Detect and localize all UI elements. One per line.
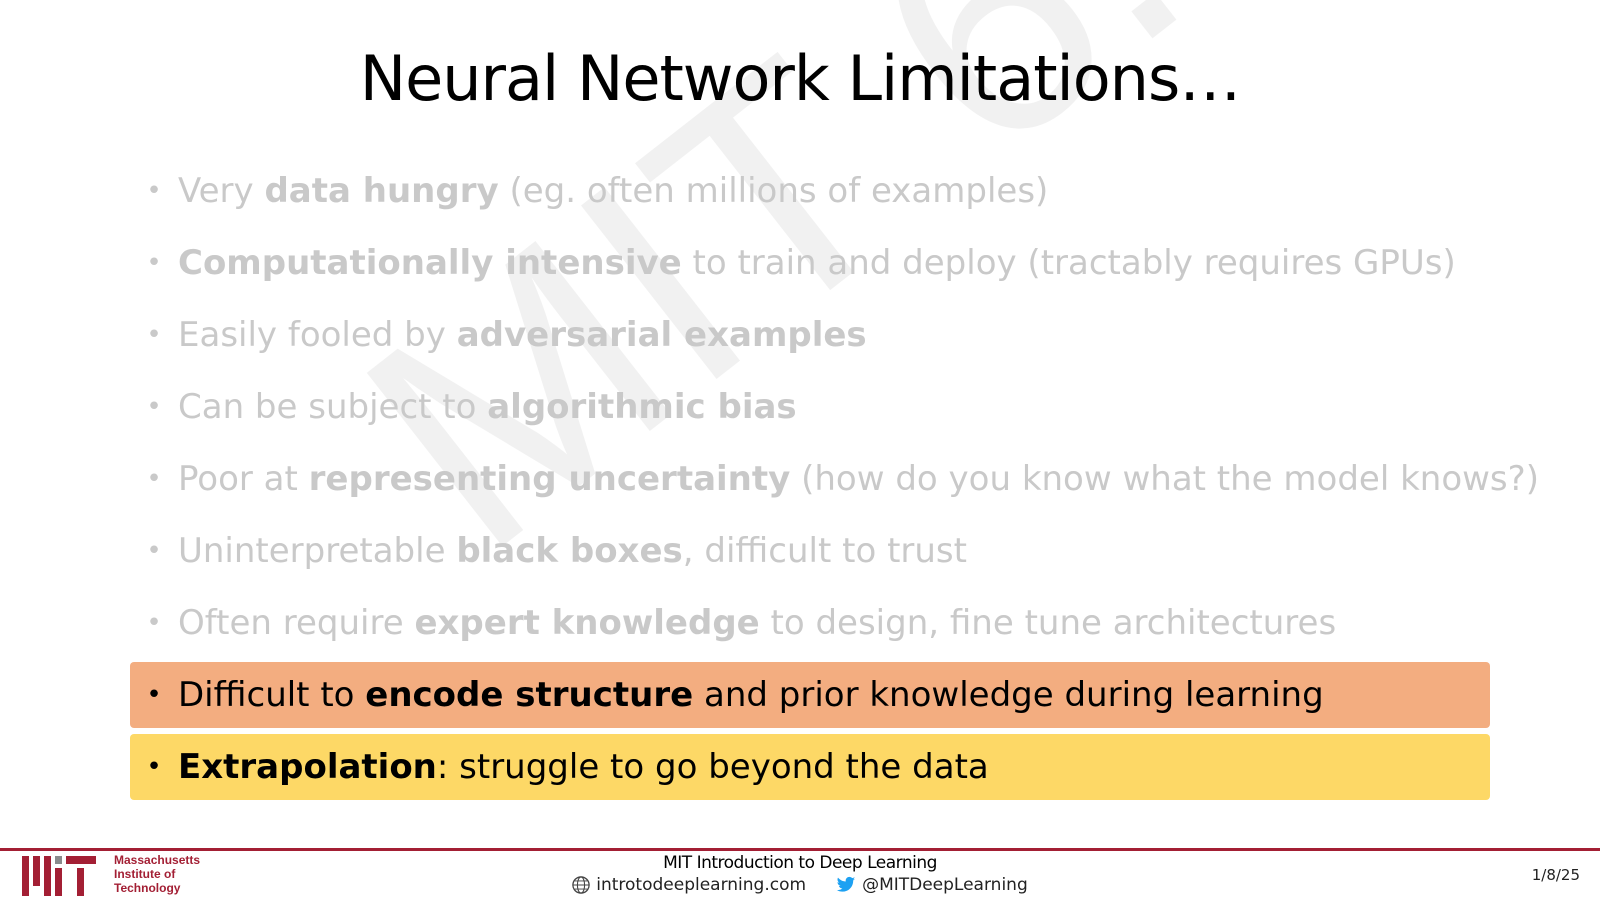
bullet-text-bold: black boxes: [456, 531, 683, 571]
institute-line-1: Massachusetts: [114, 853, 201, 867]
slide-title: Neural Network Limitations…: [359, 42, 1242, 115]
bullet-text-post: to train and deploy (tractably requires …: [681, 243, 1456, 283]
bullet-dot: •: [146, 680, 162, 710]
bullet-text-bold: data hungry: [264, 171, 499, 211]
bullet-text: Difficult to encode structure and prior …: [178, 675, 1324, 715]
bullet-item: • Uninterpretable black boxes, difficult …: [130, 518, 1490, 584]
bullet-dot: •: [146, 320, 162, 350]
bullet-text-bold: representing uncertainty: [308, 459, 791, 499]
footer-links: introtodeeplearning.com @MITDeepLearning: [0, 875, 1600, 895]
bullet-text: Often require expert knowledge to design…: [178, 603, 1336, 643]
twitter-link[interactable]: @MITDeepLearning: [836, 875, 1028, 895]
slide-date: 1/8/25: [1531, 866, 1580, 884]
bullet-text-bold: adversarial examples: [456, 315, 867, 355]
footer-center: MIT Introduction to Deep Learning introt…: [0, 853, 1600, 895]
bullet-dot: •: [146, 752, 162, 782]
bullet-text: Computationally intensive to train and d…: [178, 243, 1456, 283]
mit-institute-name: Massachusetts Institute of Technology: [114, 853, 200, 895]
bullet-item: • Can be subject to algorithmic bias: [130, 374, 1490, 440]
bullet-text-bold: algorithmic bias: [487, 387, 797, 427]
bullet-text: Very data hungry (eg. often millions of …: [178, 171, 1048, 211]
bullet-text-pre: Uninterpretable: [178, 531, 457, 571]
bullet-dot: •: [146, 176, 162, 206]
mit-logo-icon: [22, 856, 96, 896]
bullet-text-pre: Difficult to: [178, 675, 366, 715]
bullet-item: • Computationally intensive to train and …: [130, 230, 1490, 296]
bullet-text-pre: Easily fooled by: [178, 315, 457, 355]
bullet-text: Poor at representing uncertainty (how do…: [178, 459, 1539, 499]
bullet-text: Uninterpretable black boxes, difficult t…: [178, 531, 967, 571]
footer-divider: [0, 848, 1600, 851]
institute-line-2: Institute of: [114, 867, 176, 881]
institute-line-3: Technology: [114, 881, 181, 895]
bullet-text-post: , difficult to trust: [682, 531, 967, 571]
bullet-item: • Extrapolation: struggle to go beyond th…: [130, 734, 1490, 800]
bullet-text-bold: expert knowledge: [414, 603, 760, 643]
bullet-item: • Easily fooled by adversarial examples: [130, 302, 1490, 368]
bullet-text-pre: Often require: [178, 603, 415, 643]
bullet-text-pre: Poor at: [178, 459, 309, 499]
bullet-item: • Difficult to encode structure and prior…: [130, 662, 1490, 728]
bullet-dot: •: [146, 608, 162, 638]
website-link[interactable]: introtodeeplearning.com: [572, 875, 806, 895]
bullet-text: Extrapolation: struggle to go beyond the…: [178, 747, 989, 787]
bullet-text-post: (eg. often millions of examples): [498, 171, 1049, 211]
bullet-dot: •: [146, 248, 162, 278]
course-name: MIT Introduction to Deep Learning: [663, 853, 937, 873]
bullet-text: Easily fooled by adversarial examples: [178, 315, 867, 355]
bullet-item: • Very data hungry (eg. often millions of…: [130, 158, 1490, 224]
bullet-dot: •: [146, 392, 162, 422]
bullet-text-bold: Extrapolation: [178, 747, 437, 787]
bullet-text-post: (how do you know what the model knows?): [790, 459, 1539, 499]
website-text: introtodeeplearning.com: [596, 875, 807, 895]
bullet-dot: •: [146, 464, 162, 494]
bullet-text-pre: Can be subject to: [178, 387, 488, 427]
bullet-text-pre: Very: [178, 171, 265, 211]
twitter-bird-icon: [836, 876, 856, 892]
bullet-text-bold: encode structure: [365, 675, 694, 715]
bullet-item: • Often require expert knowledge to desig…: [130, 590, 1490, 656]
bullet-text-post: to design, fine tune architectures: [759, 603, 1337, 643]
twitter-handle: @MITDeepLearning: [862, 875, 1028, 895]
globe-icon: [572, 876, 591, 894]
bullet-list: • Very data hungry (eg. often millions of…: [130, 158, 1539, 806]
bullet-dot: •: [146, 536, 162, 566]
bullet-text-post: : struggle to go beyond the data: [436, 747, 989, 787]
bullet-text: Can be subject to algorithmic bias: [178, 387, 797, 427]
bullet-item: • Poor at representing uncertainty (how d…: [130, 446, 1539, 512]
bullet-text-bold: Computationally intensive: [178, 243, 682, 283]
bullet-text-post: and prior knowledge during learning: [693, 675, 1324, 715]
